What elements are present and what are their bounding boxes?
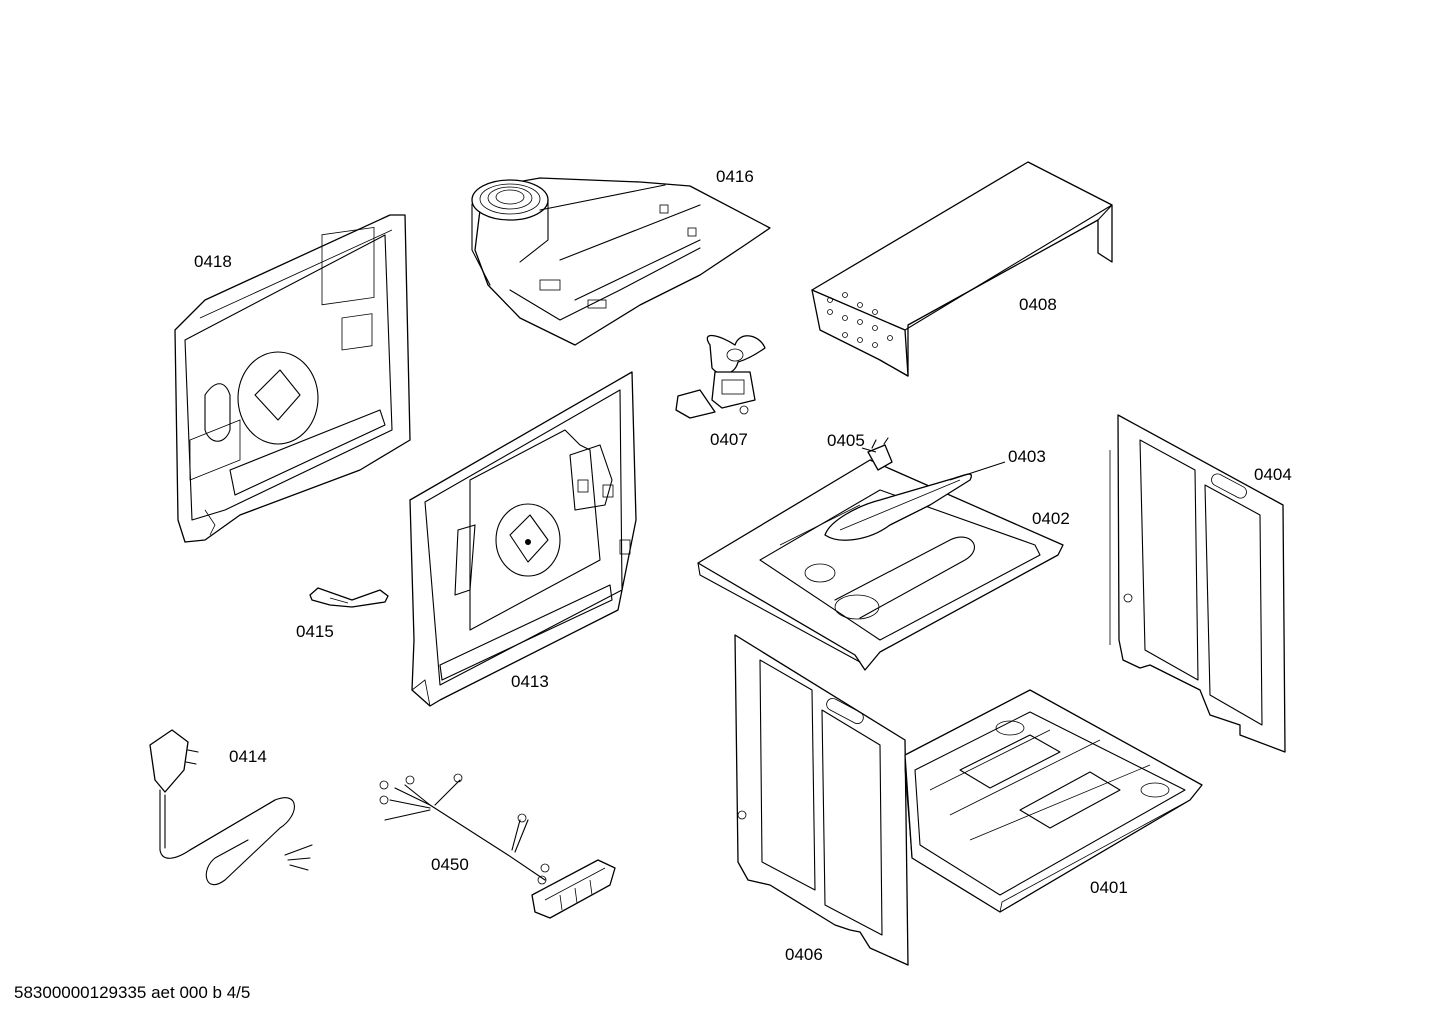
part-0418-rear-panel [174,214,411,543]
part-0407-fan-motor [675,334,766,419]
label-part-0407: 0407 [710,430,748,449]
label-part-0414: 0414 [229,747,267,766]
label-part-0406: 0406 [785,945,823,964]
label-part-0401: 0401 [1090,878,1128,897]
label-part-0403: 0403 [1008,447,1046,466]
label-part-0415: 0415 [296,622,334,641]
part-0416-fan-cover [471,177,771,346]
label-part-0416: 0416 [716,167,754,186]
part-0415-sensor [309,587,389,608]
part-0450-wiring-harness [379,773,616,919]
label-part-0413: 0413 [511,672,549,691]
part-0414-power-cord [149,729,313,886]
part-0408-top-cover [811,161,1113,377]
label-part-0408: 0408 [1019,295,1057,314]
label-part-0405: 0405 [827,431,865,450]
document-id: 58300000129335 aet 000 b 4/5 [14,983,251,1002]
label-part-0450: 0450 [431,855,469,874]
label-part-0404: 0404 [1254,465,1292,484]
label-part-0418: 0418 [194,252,232,271]
part-0406-side-panel-left [734,634,909,966]
label-part-0402: 0402 [1032,509,1070,528]
part-0401-bottom-tray [904,689,1203,913]
part-0404-side-panel-right [1109,414,1286,753]
part-0413-inner-rear-panel [409,371,637,707]
part-0402-base-plate [697,459,1064,671]
